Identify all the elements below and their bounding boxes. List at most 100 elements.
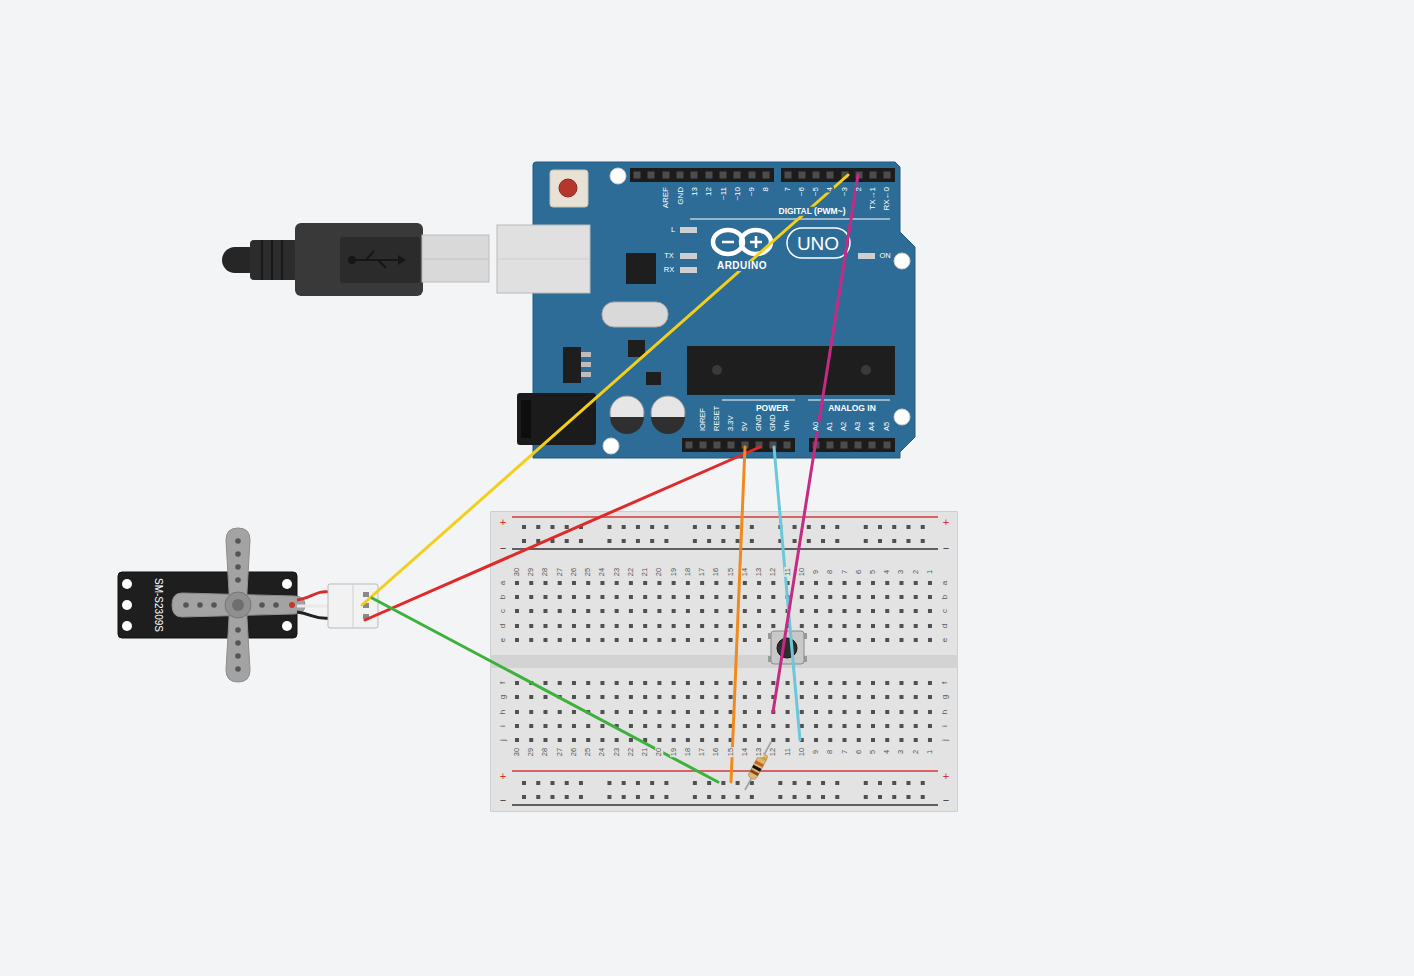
breadboard-hole: [906, 539, 910, 543]
breadboard-hole: [878, 781, 882, 785]
breadboard-hole: [843, 624, 847, 628]
breadboard-hole: [636, 795, 640, 799]
breadboard-hole: [843, 581, 847, 585]
breadboard-hole: [714, 581, 718, 585]
breadboard-hole: [800, 738, 804, 742]
breadboard-hole: [572, 710, 576, 714]
breadboard-hole: [786, 695, 790, 699]
breadboard-hole: [543, 609, 547, 613]
breadboard-hole: [921, 795, 925, 799]
indicator-led: [680, 267, 697, 273]
breadboard-hole: [800, 724, 804, 728]
breadboard-hole: [636, 781, 640, 785]
connector-pin: [363, 592, 369, 597]
breadboard-hole: [906, 781, 910, 785]
breadboard-hole: [743, 638, 747, 642]
breadboard-hole: [693, 525, 697, 529]
column-number: 4: [883, 569, 891, 575]
usb-cable: [348, 256, 356, 264]
header-pin: [813, 172, 820, 179]
mounting-hole: [894, 409, 910, 425]
breadboard-hole: [586, 609, 590, 613]
breadboard-hole: [543, 695, 547, 699]
breadboard-hole: [600, 624, 604, 628]
rail-sign: −: [942, 795, 950, 806]
breadboard-hole: [714, 681, 718, 685]
breadboard-hole: [550, 525, 554, 529]
breadboard-hole: [885, 638, 889, 642]
header-pin: [691, 172, 698, 179]
arduino-logo: [741, 230, 771, 254]
breadboard-hole: [885, 681, 889, 685]
breadboard-hole: [657, 624, 661, 628]
pin-label: 12: [705, 186, 713, 197]
header-pin: [677, 172, 684, 179]
breadboard-hole: [892, 781, 896, 785]
breadboard-hole: [558, 581, 562, 585]
row-letter: e: [941, 637, 949, 643]
breadboard-hole: [871, 595, 875, 599]
voltage-regulator: [581, 372, 591, 377]
section-label: ANALOG IN: [827, 404, 877, 413]
breadboard-hole: [693, 539, 697, 543]
breadboard-hole: [586, 638, 590, 642]
breadboard-hole: [714, 695, 718, 699]
small-component: [628, 340, 645, 357]
rail-sign: +: [499, 517, 507, 528]
breadboard-hole: [565, 539, 569, 543]
breadboard-hole: [672, 624, 676, 628]
header-pin: [648, 172, 655, 179]
pin-label: GND: [677, 186, 685, 206]
breadboard-hole: [892, 539, 896, 543]
breadboard-hole: [558, 638, 562, 642]
breadboard-hole: [686, 695, 690, 699]
breadboard-hole: [828, 595, 832, 599]
breadboard-hole: [828, 638, 832, 642]
pin-label: ~9: [748, 186, 756, 197]
breadboard-hole: [686, 624, 690, 628]
breadboard-hole: [714, 724, 718, 728]
breadboard-hole: [899, 681, 903, 685]
usb-cable: [222, 247, 262, 273]
breadboard-hole: [607, 795, 611, 799]
breadboard-hole: [700, 724, 704, 728]
usb-cable: [352, 259, 398, 261]
column-number: 16: [713, 747, 721, 757]
header-pin: [856, 172, 863, 179]
pin-label: AREF: [662, 186, 670, 209]
breadboard-hole: [565, 525, 569, 529]
header-pin: [884, 442, 891, 449]
pin-label: 2: [855, 186, 863, 192]
column-number: 6: [855, 569, 863, 575]
breadboard-hole: [729, 681, 733, 685]
breadboard-hole: [522, 525, 526, 529]
breadboard-hole: [743, 609, 747, 613]
pin-header: [809, 438, 895, 452]
header-pin: [634, 172, 641, 179]
row-letter: j: [941, 738, 949, 742]
column-number: 30: [513, 747, 521, 757]
header-pin: [742, 442, 749, 449]
pin-header: [682, 438, 795, 452]
pin-label: 5V: [741, 421, 749, 432]
breadboard-hole: [878, 525, 882, 529]
column-number: 7: [841, 569, 849, 575]
breadboard-hole: [757, 695, 761, 699]
uno-badge: [787, 228, 850, 258]
breadboard-hole: [586, 738, 590, 742]
column-number: 22: [627, 567, 635, 577]
rail-sign: −: [942, 543, 950, 554]
column-number: 22: [627, 747, 635, 757]
breadboard-hole: [586, 624, 590, 628]
breadboard-hole: [743, 738, 747, 742]
pushbutton: [768, 633, 772, 639]
breadboard-hole: [828, 724, 832, 728]
rail-sign: +: [942, 771, 950, 782]
breadboard-hole: [800, 581, 804, 585]
breadboard-hole: [643, 681, 647, 685]
header-pin: [842, 172, 849, 179]
header-pin: [634, 172, 891, 449]
breadboard-hole: [857, 681, 861, 685]
servo-horn: [226, 528, 250, 682]
breadboard-hole: [871, 609, 875, 613]
